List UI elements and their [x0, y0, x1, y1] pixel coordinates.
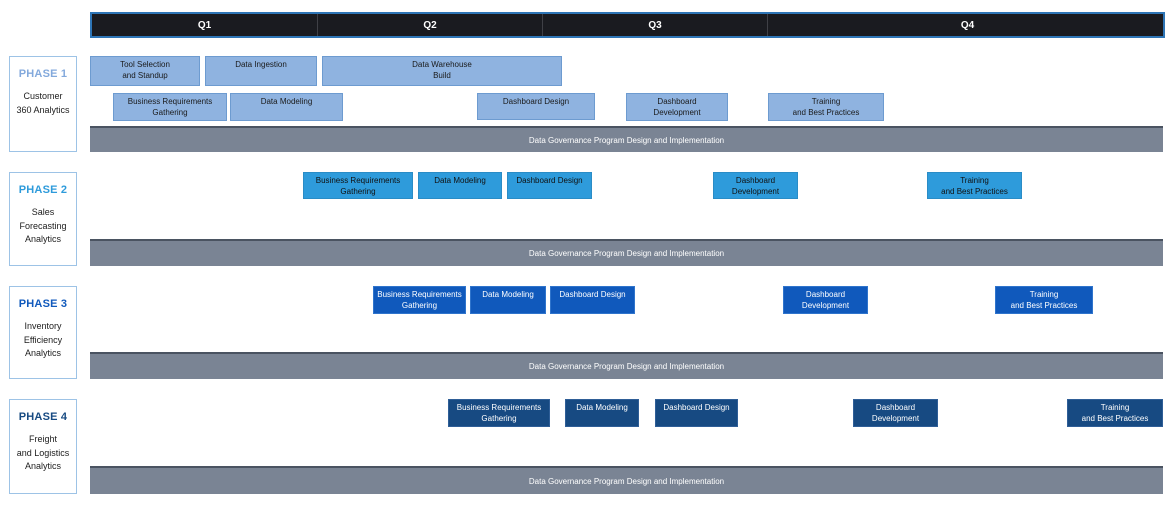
task-bar: Business Requirements Gathering [448, 399, 550, 427]
phase-4-subtitle: Freight and Logistics Analytics [16, 434, 70, 471]
task-bar: Dashboard Design [507, 172, 592, 199]
task-bar: Training and Best Practices [768, 93, 884, 121]
quarter-label: Q3 [648, 19, 662, 31]
task-bar: Business Requirements Gathering [303, 172, 413, 199]
quarter-label: Q4 [960, 19, 975, 31]
task-bar: Training and Best Practices [1067, 399, 1163, 427]
governance-bar: Data Governance Program Design and Imple… [90, 239, 1163, 266]
quarter-cell-q1: Q1 [92, 14, 317, 36]
phase-1-subtitle: Customer 360 Analytics [16, 91, 70, 115]
governance-bar: Data Governance Program Design and Imple… [90, 126, 1163, 152]
phase-2-name: PHASE 2 [18, 184, 68, 196]
phase-1-box: PHASE 1 Customer 360 Analytics [9, 56, 77, 152]
phase-3-subtitle: Inventory Efficiency Analytics [23, 321, 63, 358]
task-bar: Data Warehouse Build [322, 56, 562, 86]
task-bar: Training and Best Practices [995, 286, 1093, 314]
task-bar: Dashboard Development [783, 286, 868, 314]
task-bar: Dashboard Design [655, 399, 738, 427]
quarter-cell-q3: Q3 [542, 14, 767, 36]
phase-2-subtitle: Sales Forecasting Analytics [19, 207, 67, 244]
governance-bar: Data Governance Program Design and Imple… [90, 352, 1163, 379]
task-bar: Dashboard Development [853, 399, 938, 427]
phase-1-name: PHASE 1 [18, 68, 68, 80]
quarter-cell-q4: Q4 [767, 14, 1167, 36]
task-bar: Data Modeling [470, 286, 546, 314]
phase-3-box: PHASE 3 Inventory Efficiency Analytics [9, 286, 77, 379]
task-bar: Business Requirements Gathering [113, 93, 227, 121]
quarter-label: Q1 [197, 19, 212, 31]
task-bar: Dashboard Design [477, 93, 595, 120]
task-bar: Dashboard Design [550, 286, 635, 314]
governance-bar: Data Governance Program Design and Imple… [90, 466, 1163, 494]
quarter-label: Q2 [423, 19, 437, 31]
phase-2-box: PHASE 2 Sales Forecasting Analytics [9, 172, 77, 266]
phase-4-box: PHASE 4 Freight and Logistics Analytics [9, 399, 77, 494]
task-bar: Business Requirements Gathering [373, 286, 466, 314]
quarter-cell-q2: Q2 [317, 14, 542, 36]
task-bar: Data Ingestion [205, 56, 317, 86]
task-bar: Dashboard Development [626, 93, 728, 121]
task-bar: Dashboard Development [713, 172, 798, 199]
phase-4-name: PHASE 4 [18, 411, 68, 423]
task-bar: Tool Selection and Standup [90, 56, 200, 86]
task-bar: Data Modeling [230, 93, 343, 121]
task-bar: Data Modeling [565, 399, 639, 427]
task-bar: Data Modeling [418, 172, 502, 199]
task-bar: Training and Best Practices [927, 172, 1022, 199]
phase-3-name: PHASE 3 [18, 298, 68, 310]
quarter-header: Q1 Q2 Q3 Q4 [90, 12, 1165, 38]
